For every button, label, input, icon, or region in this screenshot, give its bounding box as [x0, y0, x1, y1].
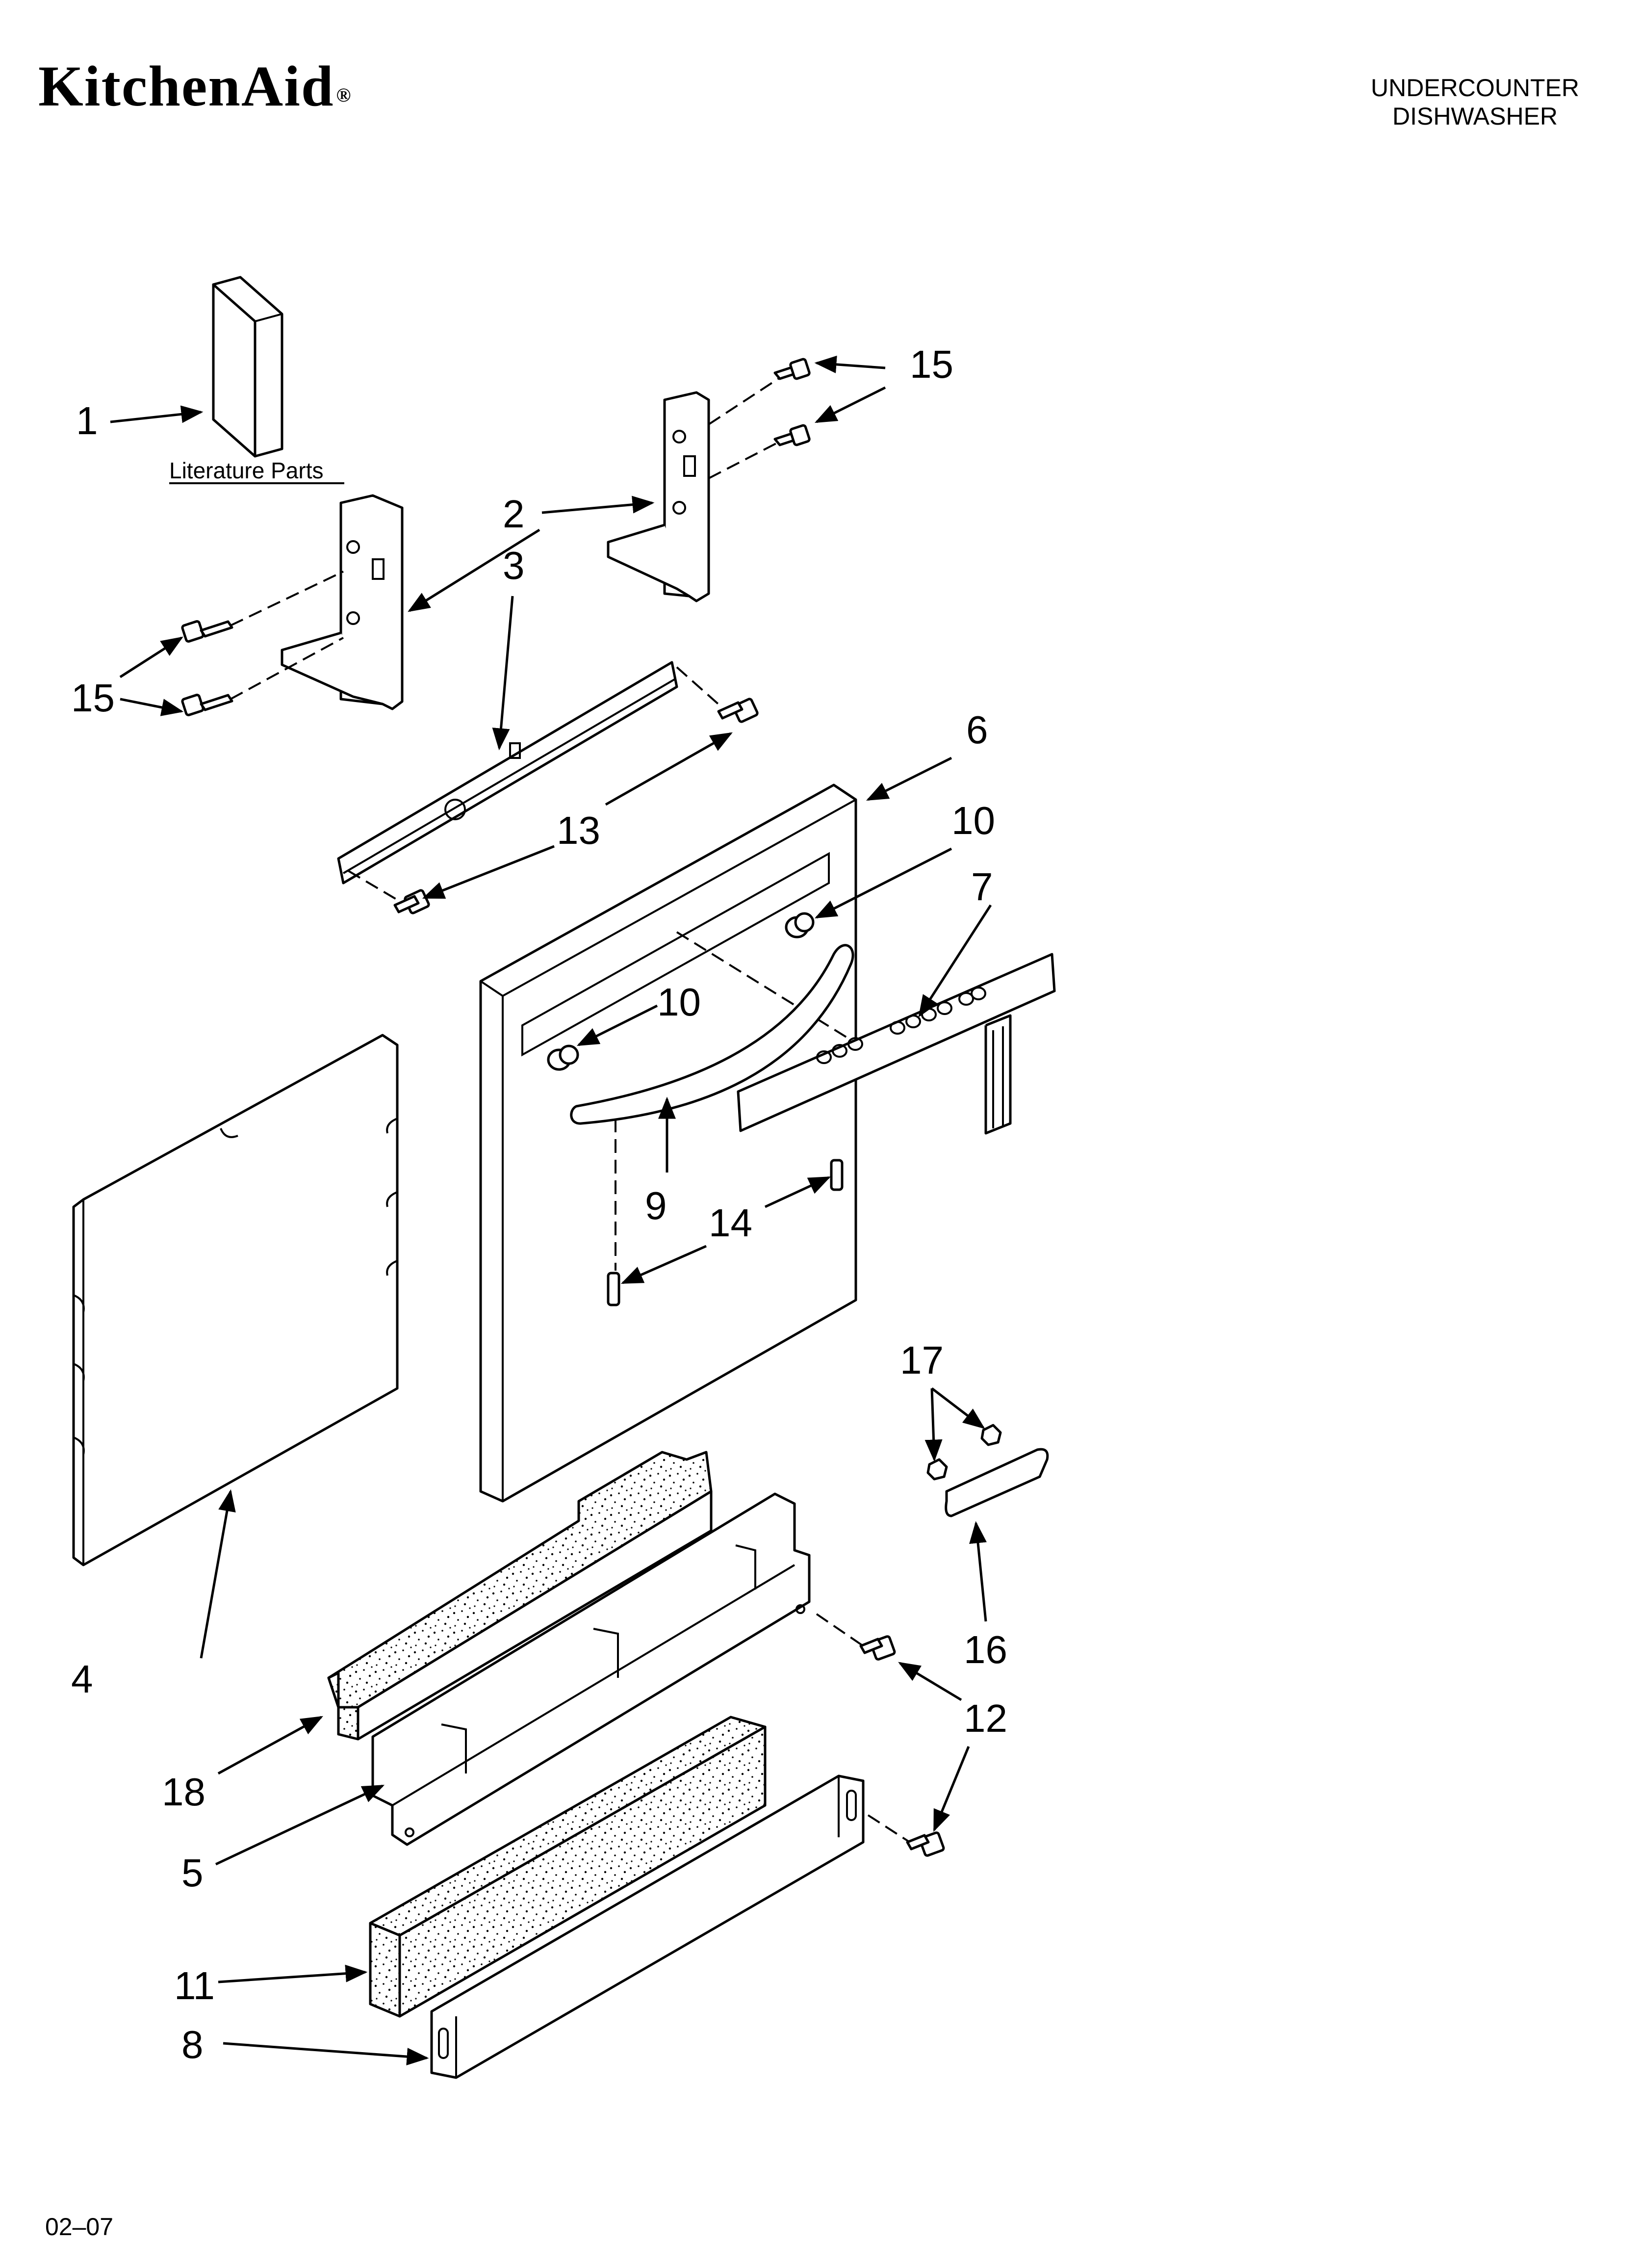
- screw-13-left: [393, 889, 430, 914]
- handle-bumper-10-lower: [547, 1044, 579, 1071]
- leader-dash-15l-b: [230, 637, 344, 700]
- nut-17-upper: [980, 1424, 1002, 1446]
- handle-stud-14-right: [830, 1159, 844, 1191]
- hinge-cap-16: [945, 1448, 1049, 1517]
- screw-12-upper: [859, 1635, 896, 1661]
- toe-kick-panel-8: [430, 1774, 865, 2079]
- callout-8: 8: [181, 2023, 204, 2066]
- lower-support-bracket-5: [371, 1492, 811, 1846]
- leader-dash-13b: [347, 870, 403, 904]
- callout-10-upper: 10: [951, 799, 995, 842]
- product-title-line2: DISHWASHER: [1392, 103, 1558, 130]
- nut-17-lower: [926, 1458, 948, 1481]
- callout-3: 3: [503, 544, 525, 587]
- callout-4: 4: [71, 1657, 93, 1701]
- callout-1: 1: [76, 399, 98, 443]
- leader-arrows: [110, 355, 992, 2066]
- callout-16: 16: [964, 1628, 1007, 1671]
- door-inner-panel: [72, 1034, 399, 1566]
- screw-13-right: [717, 698, 759, 723]
- lower-insulation-foam-11: [369, 1716, 767, 2018]
- leader-dash-12a: [816, 1613, 864, 1647]
- callout-10-lower: 10: [657, 980, 701, 1024]
- door-top-trim: [337, 661, 678, 885]
- screw-15-right-lower: [773, 424, 811, 446]
- screw-15-left-upper: [181, 620, 233, 643]
- callout-9: 9: [645, 1184, 667, 1227]
- brand-name: KitchenAid: [38, 54, 334, 118]
- screw-15-left-lower: [181, 694, 233, 716]
- callout-2: 2: [503, 492, 525, 536]
- callout-18: 18: [162, 1770, 205, 1814]
- callout-17: 17: [900, 1338, 944, 1382]
- control-panel-overlay: [737, 953, 1056, 1135]
- door-handle: [570, 944, 854, 1271]
- callout-12: 12: [964, 1696, 1007, 1740]
- callout-6: 6: [966, 708, 988, 752]
- leader-dash-15l-a: [230, 571, 344, 626]
- leader-dash-15r-a: [708, 377, 781, 425]
- product-title-line1: UNDERCOUNTER: [1371, 74, 1579, 102]
- door-hinge-bracket-left: [281, 494, 404, 710]
- callout-5: 5: [181, 1851, 204, 1895]
- leader-dash-12b: [867, 1814, 911, 1843]
- screw-12-lower: [906, 1831, 945, 1857]
- leader-dash-13a: [676, 666, 722, 707]
- brand-logo: KitchenAid®: [38, 53, 352, 120]
- door-hinge-bracket-right: [607, 391, 710, 602]
- handle-bumper-10-upper: [785, 912, 815, 938]
- outer-door-panel: [479, 783, 884, 1503]
- handle-stud-14-left: [607, 1272, 620, 1306]
- leader-dash-15r-b: [708, 441, 780, 479]
- callout-13: 13: [557, 808, 600, 852]
- callout-15-upper: 15: [910, 342, 953, 386]
- literature-booklet: [212, 276, 283, 458]
- date-code: 02–07: [45, 2213, 114, 2241]
- callout-11: 11: [174, 1964, 215, 2007]
- callout-7: 7: [971, 865, 993, 909]
- screw-15-right-upper: [773, 358, 811, 380]
- callout-14: 14: [709, 1201, 752, 1245]
- literature-parts-label: Literature Parts: [169, 458, 323, 483]
- product-title: UNDERCOUNTER DISHWASHER: [1371, 74, 1579, 130]
- upper-insulation-foam-18: [327, 1451, 713, 1741]
- callout-15-lower: 15: [71, 676, 115, 720]
- registered-mark: ®: [336, 84, 352, 106]
